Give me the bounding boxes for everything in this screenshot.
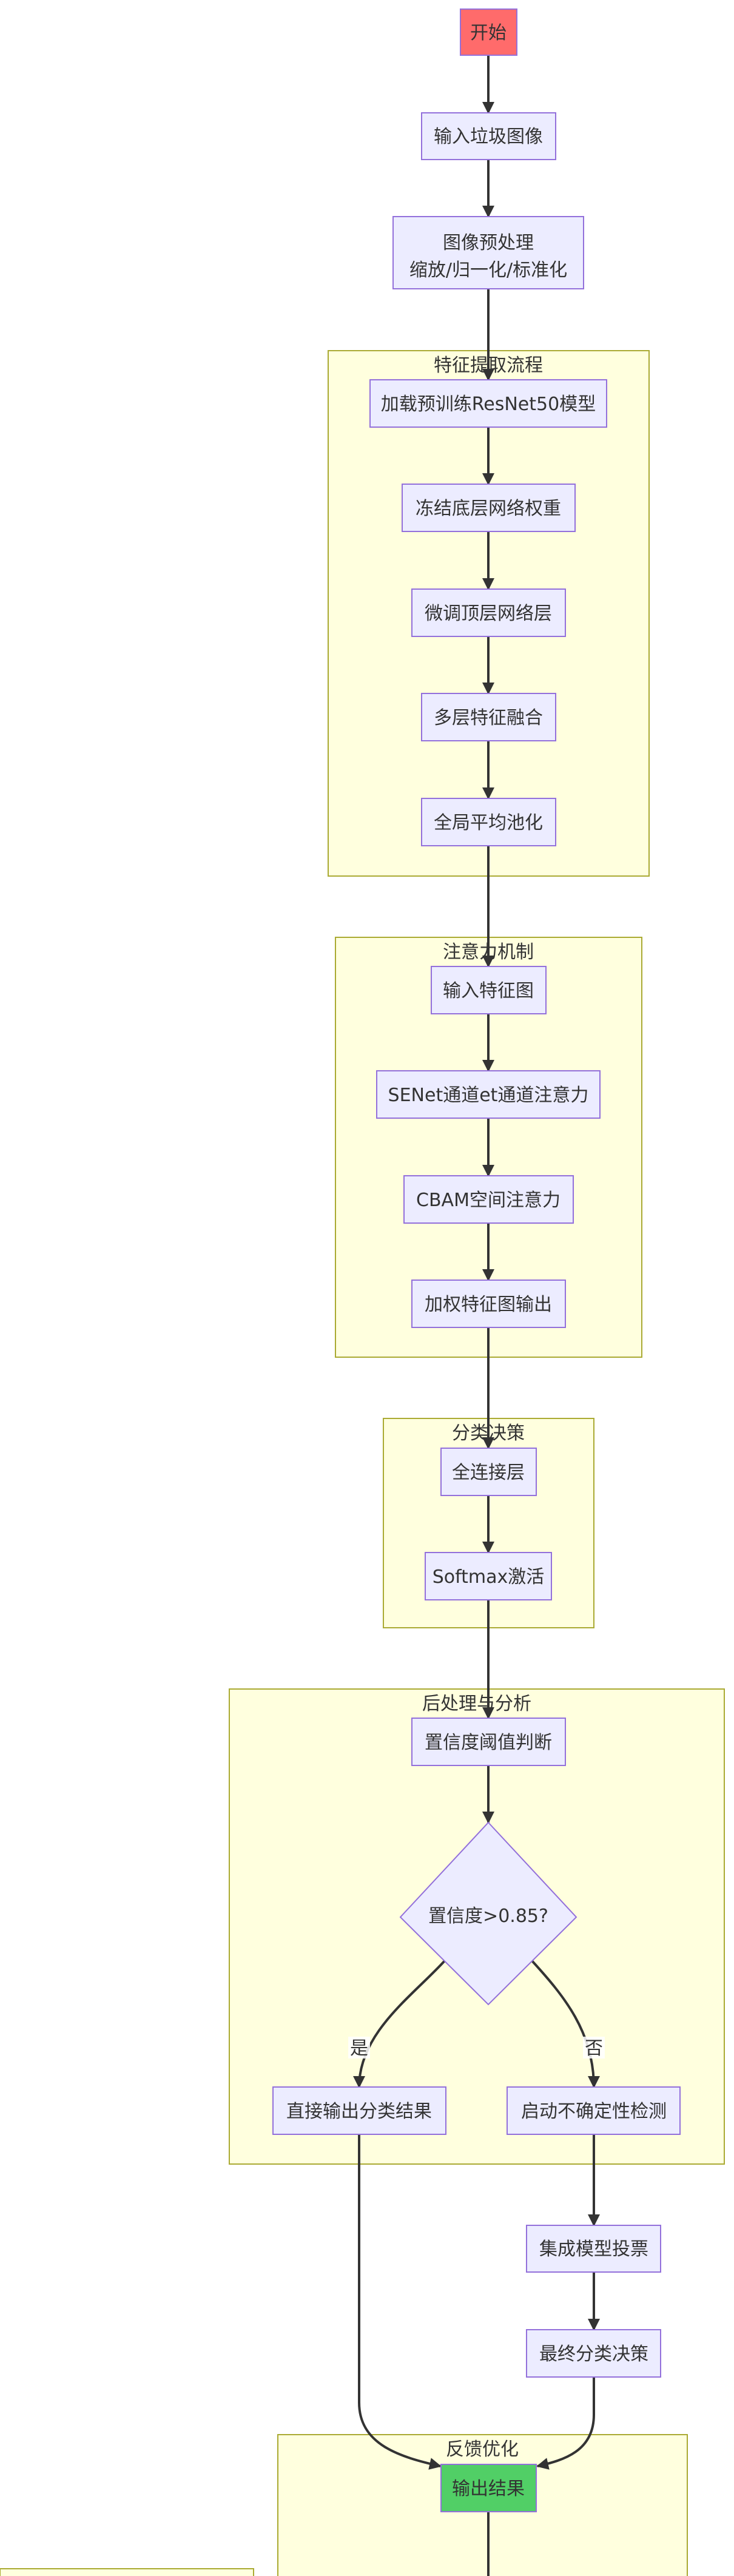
node-input-image[interactable]: 输入垃圾图像 <box>421 112 556 160</box>
node-final-decision-label: 最终分类决策 <box>539 2344 648 2365</box>
group-postprocess-label: 后处理与分析 <box>422 1693 531 1715</box>
node-freeze-weights[interactable]: 冻结底层网络权重 <box>402 484 576 532</box>
node-senet-label: SENet通道et通道注意力 <box>388 1085 589 1106</box>
node-senet[interactable]: SENet通道et通道注意力 <box>376 1070 601 1119</box>
node-feature-fusion-label: 多层特征融合 <box>434 707 543 729</box>
node-finetune[interactable]: 微调顶层网络层 <box>411 588 566 637</box>
node-start-label: 开始 <box>470 22 507 44</box>
node-finetune-label: 微调顶层网络层 <box>425 603 552 624</box>
node-input-feature-map-label: 输入特征图 <box>443 980 534 1002</box>
node-cbam-label: CBAM空间注意力 <box>416 1190 561 1211</box>
edge-label-no-text: 否 <box>585 2038 603 2059</box>
node-direct-output[interactable]: 直接输出分类结果 <box>272 2086 446 2135</box>
edge-label-yes-text: 是 <box>350 2038 368 2059</box>
edge-direct-output <box>358 2134 442 2470</box>
node-ensemble-vote-label: 集成模型投票 <box>539 2239 648 2260</box>
node-output-result[interactable]: 输出结果 <box>440 2464 537 2512</box>
edge-label-no: 否 <box>583 2037 605 2059</box>
node-preprocess-label-1: 图像预处理 <box>443 232 534 254</box>
node-preprocess[interactable]: 图像预处理 缩放/归一化/标准化 <box>392 216 584 289</box>
node-global-avg-pool-label: 全局平均池化 <box>434 812 543 834</box>
node-direct-output-label: 直接输出分类结果 <box>286 2101 432 2122</box>
node-input-feature-map[interactable]: 输入特征图 <box>431 966 547 1014</box>
node-ensemble-vote[interactable]: 集成模型投票 <box>526 2225 661 2273</box>
node-freeze-weights-label: 冻结底层网络权重 <box>416 498 561 519</box>
edge-label-yes: 是 <box>348 2037 370 2059</box>
node-input-image-label: 输入垃圾图像 <box>434 126 543 147</box>
node-softmax[interactable]: Softmax激活 <box>425 1552 552 1600</box>
node-uncertainty-detection[interactable]: 启动不确定性检测 <box>507 2086 681 2135</box>
edge-decision-uncertain <box>531 1960 600 2088</box>
node-uncertainty-detection-label: 启动不确定性检测 <box>521 2101 667 2122</box>
node-load-model[interactable]: 加载预训练ResNet50模型 <box>369 379 607 428</box>
node-global-avg-pool[interactable]: 全局平均池化 <box>421 798 556 846</box>
node-weighted-output[interactable]: 加权特征图输出 <box>411 1280 566 1328</box>
node-feature-fusion[interactable]: 多层特征融合 <box>421 693 556 741</box>
node-softmax-label: Softmax激活 <box>433 1566 545 1588</box>
node-fully-connected-label: 全连接层 <box>452 1462 525 1483</box>
node-confidence-check-label: 置信度阈值判断 <box>425 1732 552 1753</box>
group-feedback-label: 反馈优化 <box>446 2439 519 2460</box>
node-decision-diamond-label: 置信度>0.85? <box>428 1906 548 1927</box>
edge-final-output <box>536 2377 595 2470</box>
edge-decision-direct <box>353 1960 446 2088</box>
node-confidence-check[interactable]: 置信度阈值判断 <box>411 1718 566 1766</box>
node-cbam[interactable]: CBAM空间注意力 <box>403 1175 574 1224</box>
node-weighted-output-label: 加权特征图输出 <box>425 1294 552 1315</box>
node-decision-diamond[interactable]: 置信度>0.85? <box>399 1821 577 2006</box>
node-preprocess-label-2: 缩放/归一化/标准化 <box>409 260 567 281</box>
node-fully-connected[interactable]: 全连接层 <box>440 1448 537 1496</box>
node-load-model-label: 加载预训练ResNet50模型 <box>381 394 596 415</box>
node-start[interactable]: 开始 <box>460 8 517 56</box>
node-output-result-label: 输出结果 <box>452 2478 525 2500</box>
node-final-decision[interactable]: 最终分类决策 <box>526 2329 661 2378</box>
group-partial-bottom-left <box>0 2568 254 2576</box>
